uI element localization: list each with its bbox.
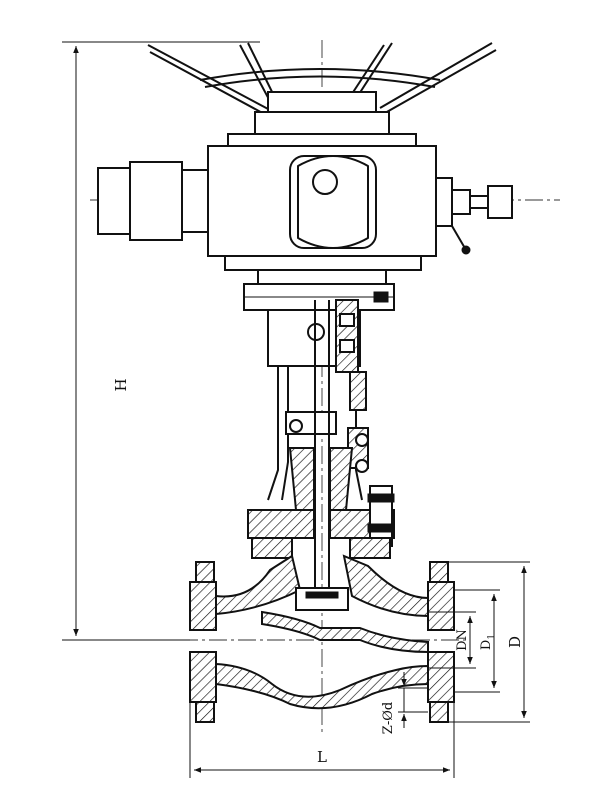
handwheel-hub xyxy=(267,91,377,115)
valve-stem xyxy=(314,300,330,590)
handwheel-spoke-right xyxy=(379,42,493,109)
handwheel xyxy=(147,42,497,135)
electric-actuator xyxy=(97,133,513,285)
body-upper-right-wall xyxy=(342,554,429,618)
handwheel-hub-base xyxy=(254,111,390,135)
valve-disc xyxy=(295,587,349,611)
left-flange-bottom xyxy=(189,651,217,703)
indicator-knob-icon xyxy=(312,169,338,195)
yoke-leg-left xyxy=(267,366,279,501)
left-flange-top xyxy=(189,581,217,631)
clutch-lever xyxy=(451,225,467,251)
motor-end-cap xyxy=(97,167,131,235)
right-flange-top xyxy=(427,581,455,631)
body-lower-wall xyxy=(215,662,429,710)
length-label: L xyxy=(317,748,327,766)
handwheel-rim xyxy=(199,68,441,81)
height-label: H xyxy=(112,378,130,391)
right-flange-bottom xyxy=(427,651,455,703)
motor-body xyxy=(129,161,183,241)
flange-diameter-label: D xyxy=(506,636,524,648)
bolt-holes-label: Z-Ød xyxy=(381,702,396,734)
manual-crank-knob xyxy=(487,185,513,219)
valve-seat-partition xyxy=(261,610,429,654)
actuator-lower-band xyxy=(224,255,422,271)
body-upper-left-wall xyxy=(215,554,302,616)
bonnet xyxy=(247,447,395,559)
handwheel-spoke-left-inner xyxy=(239,44,273,106)
nominal-diameter-label: DN xyxy=(455,629,470,651)
valve-body xyxy=(189,554,455,723)
dimension-annotations: H L DN D1 D Z-Ød xyxy=(62,41,530,778)
packing-gland-left xyxy=(288,447,315,511)
bonnet-flange-left xyxy=(247,509,315,539)
indicator-window xyxy=(289,155,377,249)
packing-gland-right xyxy=(329,447,354,511)
yoke-coupling xyxy=(243,283,395,501)
inner-diameter-label: D1 xyxy=(479,634,497,650)
